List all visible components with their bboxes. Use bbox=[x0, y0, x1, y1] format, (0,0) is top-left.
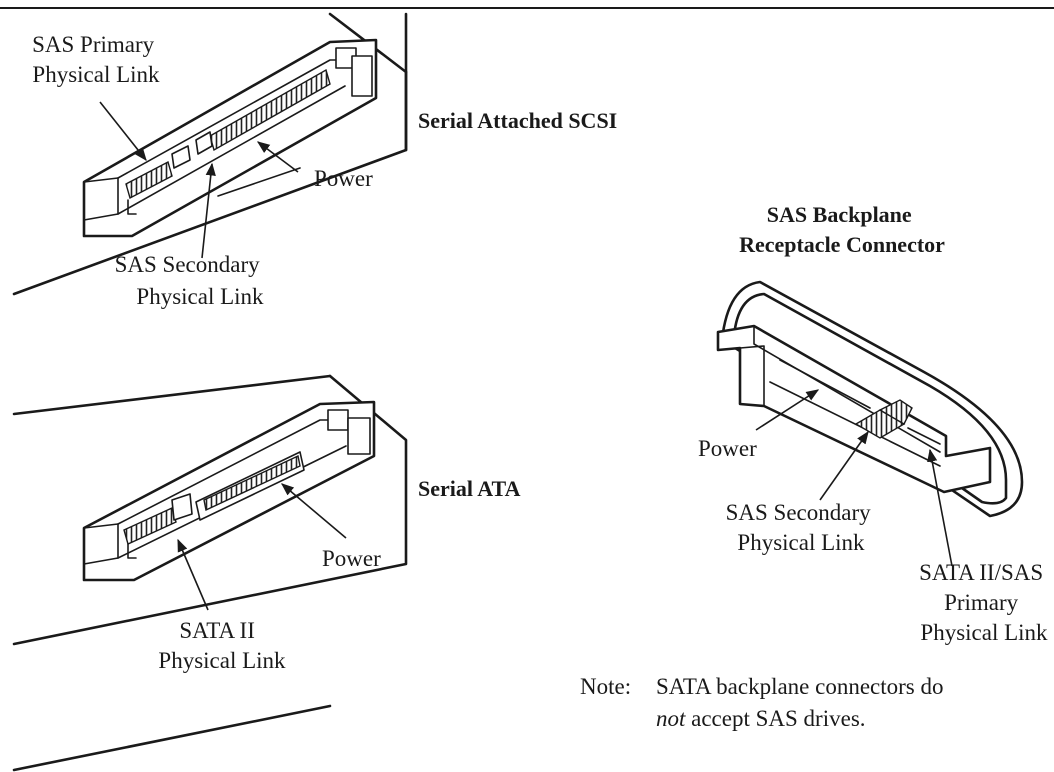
sata-drive-illustration bbox=[12, 374, 408, 646]
sata-link-label-line1: SATA II bbox=[179, 618, 254, 643]
sas-drive-illustration bbox=[12, 12, 408, 296]
sata-power-label: Power bbox=[322, 546, 381, 571]
callout-arrows bbox=[99, 101, 953, 611]
lower-drive-edge bbox=[12, 704, 332, 772]
note-prefix: Note: bbox=[580, 674, 631, 699]
note-emphasis: not bbox=[656, 706, 686, 731]
backplane-primary-label-line3: Physical Link bbox=[920, 620, 1048, 645]
backplane-receptacle-illustration bbox=[716, 280, 1024, 518]
backplane-title-line2: Receptacle Connector bbox=[739, 232, 945, 257]
sata-link-label: SATA II Physical Link bbox=[158, 618, 286, 673]
sata-link-label-line2: Physical Link bbox=[158, 648, 286, 673]
backplane-secondary-label: SAS Secondary Physical Link bbox=[726, 500, 877, 555]
backplane-primary-label-line2: Primary bbox=[944, 590, 1019, 615]
sas-secondary-label-line2: Physical Link bbox=[136, 284, 264, 309]
backplane-title-line1: SAS Backplane bbox=[767, 202, 912, 227]
sas-primary-label-line1: SAS Primary bbox=[32, 32, 155, 57]
note-line2-rest: accept SAS drives. bbox=[685, 706, 865, 731]
sata-drive-title: Serial ATA bbox=[418, 476, 521, 501]
sas-secondary-label: SAS Secondary Physical Link bbox=[115, 252, 266, 309]
sas-power-label: Power bbox=[314, 166, 373, 191]
backplane-primary-label-line1: SATA II/SAS bbox=[919, 560, 1043, 585]
sas-primary-label-line2: Physical Link bbox=[32, 62, 160, 87]
sas-primary-label: SAS Primary Physical Link bbox=[32, 32, 160, 87]
backplane-power-label: Power bbox=[698, 436, 757, 461]
backplane-primary-label: SATA II/SAS Primary Physical Link bbox=[919, 560, 1049, 645]
note-line1: SATA backplane connectors do bbox=[656, 674, 944, 699]
backplane-secondary-label-line1: SAS Secondary bbox=[726, 500, 872, 525]
sas-secondary-label-line1: SAS Secondary bbox=[115, 252, 261, 277]
sas-drive-title: Serial Attached SCSI bbox=[418, 108, 617, 133]
backplane-secondary-label-line2: Physical Link bbox=[737, 530, 865, 555]
note-line2: not accept SAS drives. bbox=[656, 706, 866, 731]
backplane-title: SAS Backplane Receptacle Connector bbox=[739, 202, 945, 257]
